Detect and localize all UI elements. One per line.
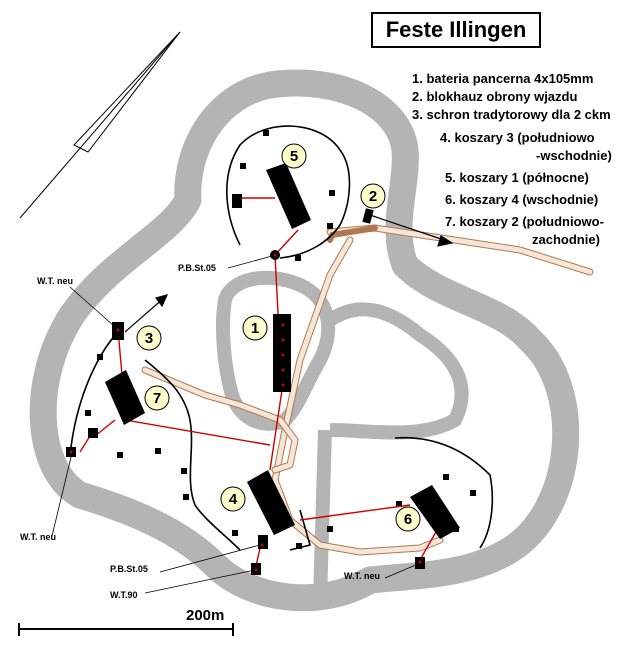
access-paths <box>141 224 594 556</box>
marker-3: 3 <box>136 325 162 351</box>
marker-4-label: 4 <box>229 491 238 508</box>
marker-1: 1 <box>242 315 268 341</box>
marker-1-label: 1 <box>251 320 259 337</box>
legend-item-2: 2. blokhauz obrony wjazdu <box>412 89 578 104</box>
barracks-4-building <box>410 485 460 539</box>
legend-item-1: 1. bateria pancerna 4x105mm <box>412 71 594 86</box>
north-arrow-icon <box>19 31 181 219</box>
marker-2-label: 2 <box>369 188 377 205</box>
map-title: Feste Illingen <box>371 12 541 48</box>
barracks-2-building <box>105 370 145 425</box>
legend-item-4-cont: -wschodnie) <box>536 148 612 163</box>
marker-2: 2 <box>360 183 386 209</box>
marker-5-label: 5 <box>290 148 298 165</box>
marker-4: 4 <box>220 486 246 512</box>
numbered-markers: 1 2 3 4 5 6 7 <box>136 143 421 532</box>
legend-item-4: 4. koszary 3 (południowo <box>440 130 595 145</box>
entrance-arrow-icon <box>369 214 454 247</box>
blockhouse-2-building <box>362 208 374 224</box>
marker-6: 6 <box>395 506 421 532</box>
barracks-3-building <box>247 470 295 535</box>
legend-item-7-cont: zachodnie) <box>532 232 600 247</box>
legend-item-6: 6. koszary 4 (wschodnie) <box>445 192 599 207</box>
legend-item-3: 3. schron tradytorowy dla 2 ckm <box>412 107 611 122</box>
marker-5: 5 <box>281 143 307 169</box>
wt90-label: W.T.90 <box>110 590 138 600</box>
legend-item-5: 5. koszary 1 (północne) <box>445 170 589 185</box>
legend-item-7: 7. koszary 2 (południowo- <box>445 214 604 229</box>
wt-neu-left-label: W.T. neu <box>20 532 56 542</box>
outer-ditch <box>29 69 580 612</box>
marker-3-label: 3 <box>145 330 153 347</box>
pbst-bottom-label: P.B.St.05 <box>110 564 148 574</box>
inner-ditch <box>215 270 336 431</box>
east-inner-ditch <box>326 302 469 440</box>
scale-bar <box>18 623 234 636</box>
exit-arrow-icon <box>124 294 169 333</box>
pbst-top-label: P.B.St.05 <box>178 263 216 273</box>
battery-1-building <box>273 314 291 392</box>
marker-7: 7 <box>144 385 170 411</box>
marker-6-label: 6 <box>404 511 412 528</box>
marker-7-label: 7 <box>153 390 161 407</box>
red-dots <box>69 253 422 572</box>
scale-label: 200m <box>186 607 225 624</box>
leader-lines <box>51 255 419 594</box>
buildings <box>66 163 460 575</box>
wt-neu-upper-label: W.T. neu <box>37 276 73 286</box>
wt-neu-right-label: W.T. neu <box>344 571 380 581</box>
